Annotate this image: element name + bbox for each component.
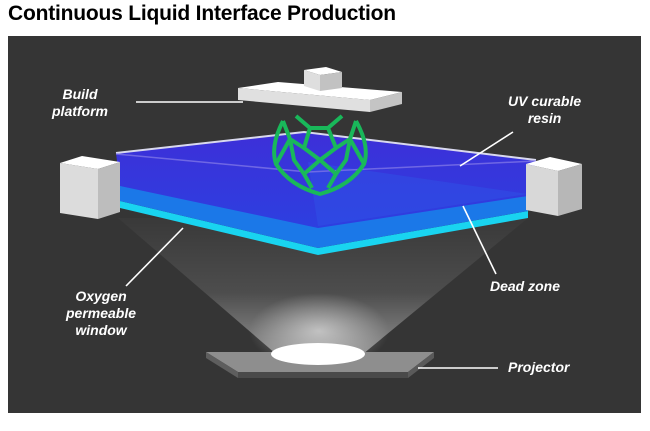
diagram-title: Continuous Liquid Interface Production bbox=[8, 2, 396, 25]
tray-rim bbox=[115, 130, 537, 161]
projector-label: Projector bbox=[508, 359, 570, 375]
leader-lines bbox=[125, 101, 514, 369]
dead-zone-leader bbox=[462, 205, 497, 275]
uv-resin-label: UV curable resin bbox=[508, 93, 582, 126]
light-beam bbox=[118, 218, 528, 354]
dead-zone-label: Dead zone bbox=[490, 278, 561, 294]
oxygen-window bbox=[120, 201, 528, 255]
oxygen-window-label: Oxygen permeable window bbox=[66, 288, 137, 338]
build-platform-label: Build platform bbox=[52, 86, 108, 119]
build-platform bbox=[238, 67, 402, 112]
diagram-illustration bbox=[60, 67, 582, 378]
left-support-block bbox=[60, 156, 120, 219]
window-leader bbox=[125, 227, 184, 287]
projector-lens-light bbox=[271, 343, 365, 365]
printed-object bbox=[272, 114, 368, 196]
resin-leader bbox=[459, 131, 514, 167]
diagram-panel: Build platform UV curable resin Oxygen p… bbox=[8, 36, 641, 413]
projector bbox=[206, 343, 434, 378]
right-support-block bbox=[526, 157, 582, 216]
